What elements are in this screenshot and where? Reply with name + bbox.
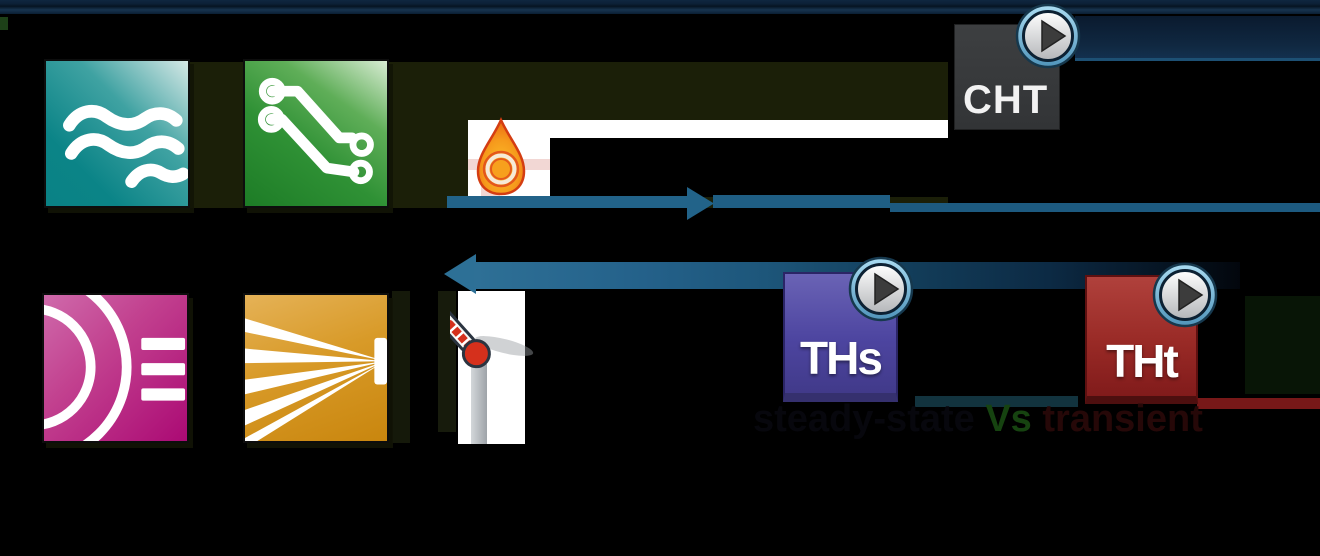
losses-arrow-line [713, 195, 890, 208]
play-overlay-icon[interactable] [1152, 262, 1218, 328]
red-residue-band [1197, 398, 1320, 409]
pcb-traces-solver-icon [243, 59, 389, 208]
caption-part: Vs [985, 398, 1032, 440]
temperature-label-box [458, 291, 525, 444]
losses-label-box [468, 120, 948, 197]
cable-arcs-solver-icon [42, 293, 189, 443]
teal-residue-band [915, 396, 1078, 407]
thermometer-stick [471, 364, 487, 444]
blacked-out-text-area [550, 138, 948, 197]
olive-residue-column [392, 291, 410, 443]
edge-artifact [0, 17, 8, 30]
ths-label: THs [800, 332, 883, 384]
tht-label: THt [1106, 335, 1179, 387]
losses-arrow-line [447, 196, 687, 208]
comparison-caption: steady-state Vs transient [753, 398, 1203, 441]
play-overlay-icon[interactable] [848, 256, 914, 322]
caption-part: transient [1031, 398, 1203, 440]
temperature-thermometer-icon [450, 299, 534, 369]
caption-part: steady-state [753, 398, 986, 440]
thermal-losses-flame-icon [476, 116, 526, 196]
em-waves-solver-icon [44, 59, 190, 208]
top-right-navy-band [1075, 16, 1320, 61]
top-header-stripe [0, 0, 1320, 14]
cht-solver-tile[interactable]: CHT [954, 24, 1060, 130]
losses-arrow-line [890, 203, 1320, 212]
green-residue-column [1245, 296, 1320, 394]
particle-beam-solver-icon [243, 293, 389, 443]
play-overlay-icon[interactable] [1015, 3, 1081, 69]
cht-label: CHT [963, 78, 1049, 122]
